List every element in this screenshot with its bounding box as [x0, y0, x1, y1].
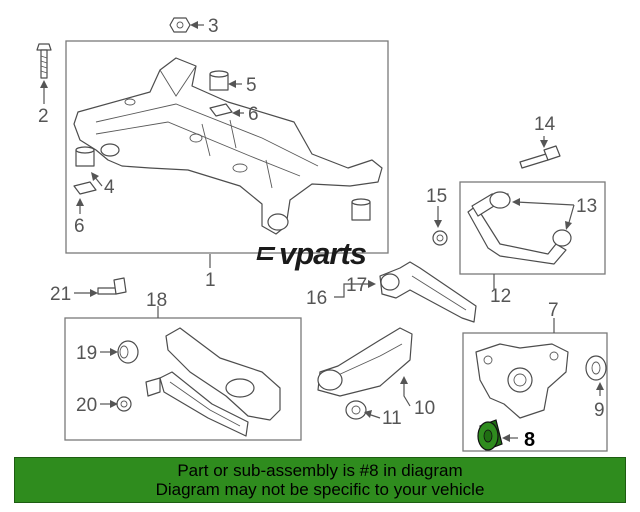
washer-part-6-upper[interactable]: [209, 103, 233, 117]
lower-control-arm[interactable]: [379, 261, 477, 323]
callout-15: 15: [426, 186, 447, 207]
callout-2: 2: [38, 106, 49, 127]
vparts-logo-text: vparts: [279, 236, 367, 271]
washer-part-6-lower[interactable]: [73, 181, 97, 195]
bracket-trailing-arm[interactable]: [145, 377, 161, 397]
callout-12: 12: [490, 286, 511, 307]
bolt-part-20[interactable]: [116, 396, 132, 412]
bushing-part-4[interactable]: [75, 146, 95, 167]
bolt-part-2[interactable]: [36, 43, 52, 79]
vparts-logo-mark-icon: [258, 245, 276, 263]
bushing-part-19[interactable]: [117, 340, 139, 364]
washer-part-15[interactable]: [432, 230, 448, 246]
callout-13: 13: [576, 196, 597, 217]
bushing-part-8-highlighted[interactable]: [477, 419, 503, 451]
lateral-arm[interactable]: [317, 327, 413, 397]
callout-10: 10: [414, 398, 435, 419]
callout-9: 9: [594, 400, 605, 421]
subframe-crossmember[interactable]: [73, 57, 383, 235]
bushing-subframe-right[interactable]: [351, 198, 371, 221]
callout-7: 7: [548, 300, 559, 321]
callout-11: 11: [382, 408, 402, 429]
knuckle-group-box: [462, 332, 608, 452]
upper-arm-group-box: [459, 181, 606, 275]
callout-18: 18: [146, 290, 167, 311]
callout-20: 20: [76, 395, 97, 416]
callout-5: 5: [246, 75, 257, 96]
banner-line-2: Diagram may not be specific to your vehi…: [155, 480, 485, 499]
callout-8: 8: [524, 429, 535, 451]
bushing-part-9[interactable]: [585, 355, 607, 381]
bolt-part-14[interactable]: [519, 145, 561, 169]
info-banner: Part or sub-assembly is #8 in diagram Di…: [14, 457, 626, 503]
bushing-part-11[interactable]: [345, 400, 367, 420]
bushing-part-5[interactable]: [209, 70, 229, 91]
callout-17: 17: [346, 275, 367, 296]
callout-1: 1: [205, 270, 216, 291]
callout-21: 21: [50, 284, 71, 305]
banner-line-1: Part or sub-assembly is #8 in diagram: [177, 461, 463, 480]
upper-control-arm[interactable]: [467, 191, 572, 265]
callout-3: 3: [208, 16, 219, 37]
callout-14: 14: [534, 114, 556, 135]
callout-6-lower: 6: [74, 216, 85, 237]
callout-19: 19: [76, 343, 97, 364]
vparts-logo: vparts: [258, 236, 367, 271]
callout-16: 16: [306, 288, 327, 309]
callout-4: 4: [104, 177, 115, 198]
trailing-arm-group-box: [64, 317, 302, 441]
rear-knuckle[interactable]: [475, 343, 569, 419]
leader-lines: [40, 21, 604, 442]
nut-part-3[interactable]: [169, 17, 191, 33]
subframe-group-box: [65, 40, 389, 254]
callout-6-upper: 6: [248, 104, 259, 125]
trailing-arm[interactable]: [159, 327, 281, 437]
bolt-part-21[interactable]: [97, 277, 127, 295]
